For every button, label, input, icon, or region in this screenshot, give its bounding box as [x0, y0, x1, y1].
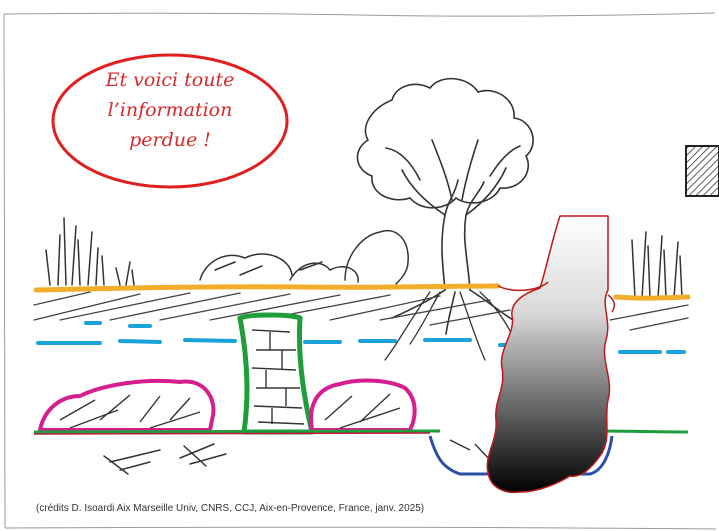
hatched-square-icon	[686, 146, 719, 196]
stones-icon	[200, 231, 408, 284]
left-mound	[40, 381, 213, 430]
stone-wall	[240, 315, 312, 432]
disturbance-pit	[487, 216, 609, 492]
bubble-line-3: perdue !	[129, 129, 211, 151]
speech-bubble: Et voici toute l’information perdue !	[53, 55, 287, 187]
right-mound	[311, 381, 415, 430]
bubble-line-2: l’information	[108, 99, 233, 121]
bubble-line-1: Et voici toute	[105, 69, 235, 91]
debris	[104, 444, 226, 474]
base-line-red	[34, 433, 430, 434]
credit-caption: (crédits D. Isoardi Aix Marseille Univ, …	[36, 503, 424, 514]
